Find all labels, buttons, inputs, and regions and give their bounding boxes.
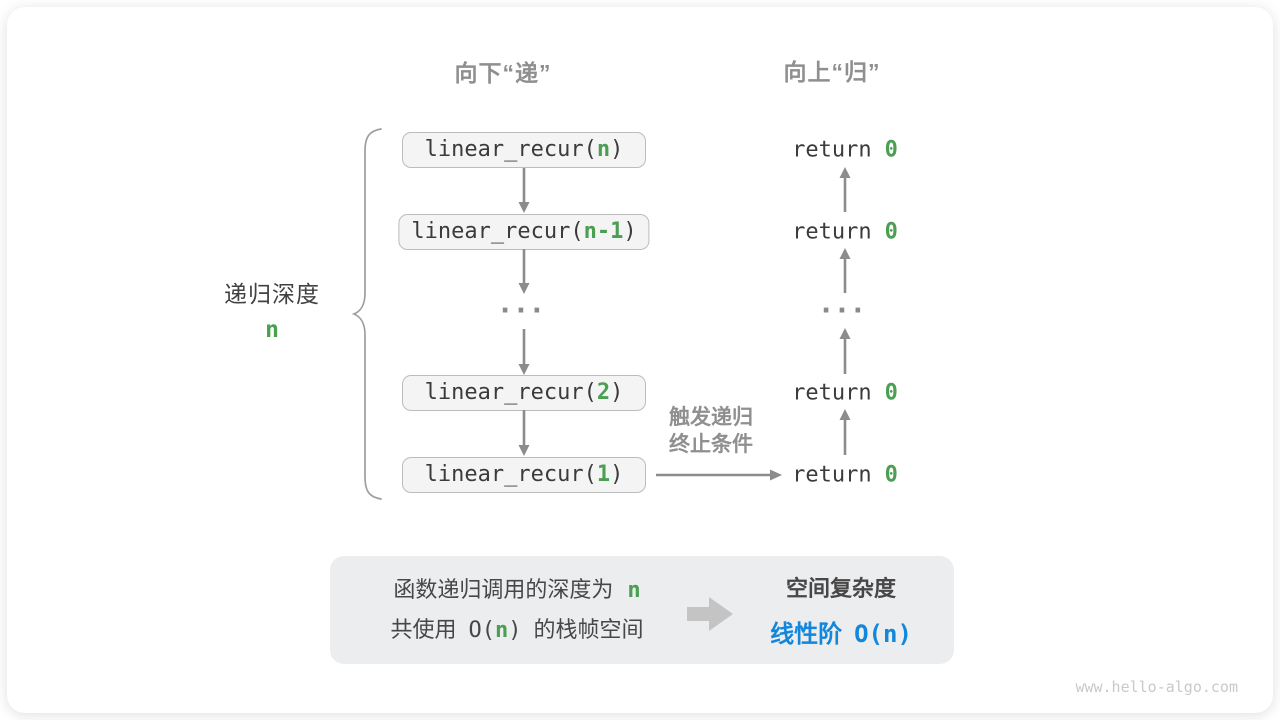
header-upward-return: 向上“归” xyxy=(783,59,881,85)
summary-depth-line: 函数递归调用的深度为 n xyxy=(393,576,640,605)
code-text: linear_recur( xyxy=(424,462,597,487)
call-box-n: linear_recur(n) xyxy=(402,132,646,168)
arrow-up-icon xyxy=(839,248,851,293)
header-downward-recurse: 向下“递” xyxy=(454,60,552,86)
return-row: return 0 xyxy=(792,220,898,245)
recursion-depth-label: 递归深度 xyxy=(224,281,320,307)
return-value: 0 xyxy=(884,137,898,163)
ellipsis-calls: ··· xyxy=(500,296,548,326)
arrow-right-icon xyxy=(656,469,782,481)
depth-brace xyxy=(352,128,382,500)
return-row: return 0 xyxy=(792,138,898,163)
code-text: ) xyxy=(610,137,624,162)
watermark: www.hello-algo.com xyxy=(1075,678,1238,696)
code-text: ) xyxy=(623,219,637,244)
code-text: ) xyxy=(610,380,624,405)
call-arg: 1 xyxy=(596,462,611,487)
call-arg: n xyxy=(596,137,611,162)
summary-space-line: 共使用 O(n) 的栈帧空间 xyxy=(390,616,643,645)
arrow-up-icon xyxy=(839,167,851,212)
base-case-line2: 终止条件 xyxy=(669,433,753,456)
big-o-expression: O(n) xyxy=(469,618,522,643)
code-text: linear_recur( xyxy=(424,380,597,405)
big-o-n: n xyxy=(495,617,509,643)
return-value: 0 xyxy=(884,219,898,245)
base-case-label: 触发递归 终止条件 xyxy=(669,404,753,458)
ellipsis-returns: ··· xyxy=(821,296,869,326)
call-box-2: linear_recur(2) xyxy=(402,375,646,411)
recursion-depth-value: n xyxy=(265,317,279,343)
return-keyword: return xyxy=(792,219,872,245)
return-row: return 0 xyxy=(792,463,898,488)
arrow-up-icon xyxy=(839,409,851,455)
call-box-1: linear_recur(1) xyxy=(402,457,646,493)
return-keyword: return xyxy=(792,137,872,163)
return-row: return 0 xyxy=(792,381,898,406)
arrow-down-icon xyxy=(518,329,530,375)
result-big-o: O(n) xyxy=(854,620,912,648)
call-arg: 2 xyxy=(596,380,611,405)
arrow-down-icon xyxy=(518,410,530,456)
big-arrow-right-icon xyxy=(687,597,733,631)
result-o-close: ) xyxy=(897,620,912,648)
summary-depth-value: n xyxy=(627,577,641,603)
call-arg: n-1 xyxy=(583,219,624,244)
space-complexity-title: 空间复杂度 xyxy=(785,576,896,601)
return-value: 0 xyxy=(884,380,898,406)
arrow-up-icon xyxy=(839,328,851,374)
big-o-open: O( xyxy=(468,617,496,643)
return-keyword: return xyxy=(792,462,872,488)
result-o-n: n xyxy=(883,620,898,648)
summary-right-block: 空间复杂度 线性阶 O(n) xyxy=(728,556,954,664)
code-text: linear_recur( xyxy=(411,219,584,244)
arrow-down-icon xyxy=(518,249,530,294)
summary-space-post: 的栈帧空间 xyxy=(533,616,644,642)
code-text: ) xyxy=(610,462,624,487)
summary-depth-text: 函数递归调用的深度为 xyxy=(393,576,614,602)
call-box-n-1: linear_recur(n-1) xyxy=(398,214,650,250)
summary-space-pre: 共使用 xyxy=(390,616,457,642)
result-label: 线性阶 xyxy=(770,621,843,648)
space-complexity-result: 线性阶 O(n) xyxy=(770,614,912,649)
big-o-close: ) xyxy=(508,617,522,643)
base-case-line1: 触发递归 xyxy=(669,406,753,429)
result-o-open: O( xyxy=(854,620,883,648)
code-text: linear_recur( xyxy=(424,137,597,162)
return-keyword: return xyxy=(792,380,872,406)
return-value: 0 xyxy=(884,462,898,488)
arrow-down-icon xyxy=(518,168,530,213)
